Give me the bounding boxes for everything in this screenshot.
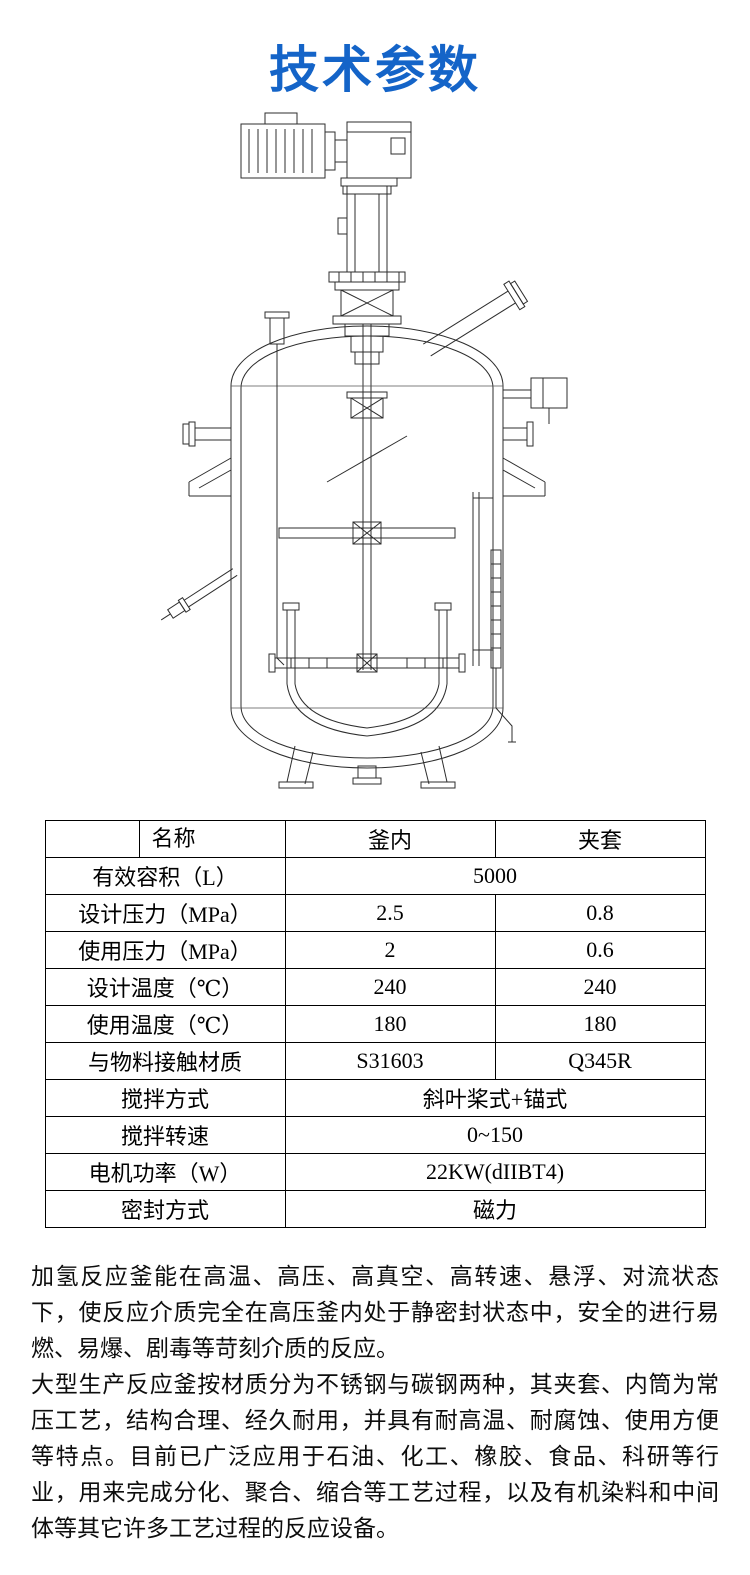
spec-row-design-pressure: 设计压力（MPa） 2.5 0.8 xyxy=(44,894,706,932)
spec-value-jacket: 240 xyxy=(494,968,706,1006)
spec-value: 0~150 xyxy=(284,1116,706,1154)
spec-value-kettle: 240 xyxy=(284,968,496,1006)
spec-row-volume: 有效容积（L） 5000 xyxy=(44,857,706,895)
spec-row-material: 与物料接触材质 S31603 Q345R xyxy=(44,1042,706,1080)
spec-label: 使用压力（MPa） xyxy=(44,931,286,969)
header-kettle: 釜内 xyxy=(284,820,496,858)
header-name: 名称 xyxy=(44,820,286,858)
spec-label: 使用温度（℃） xyxy=(44,1005,286,1043)
support-legs-drawing xyxy=(278,745,456,789)
baffle-drawing xyxy=(472,492,493,666)
gearbox-drawing xyxy=(340,121,412,187)
spec-row-seal-type: 密封方式 磁力 xyxy=(44,1190,706,1228)
paddle-impeller-drawing xyxy=(278,521,456,545)
bottom-outlet-drawing xyxy=(352,765,382,785)
spec-label: 设计压力（MPa） xyxy=(44,894,286,932)
spec-value-kettle: 2.5 xyxy=(284,894,496,932)
spec-label: 有效容积（L） xyxy=(44,857,286,895)
spec-label: 密封方式 xyxy=(44,1190,286,1228)
thermowell-drawing xyxy=(160,568,238,621)
spec-row-stir-type: 搅拌方式 斜叶桨式+锚式 xyxy=(44,1079,706,1117)
feed-nozzle-drawing xyxy=(423,280,529,357)
reactor-assembly-svg xyxy=(160,112,568,789)
side-nozzle-left-drawing xyxy=(182,421,231,447)
spec-label: 搅拌转速 xyxy=(44,1116,286,1154)
description-paragraph-1: 加氢反应釜能在高温、高压、高真空、高转速、悬浮、对流状态下，使反应介质完全在高压… xyxy=(31,1263,719,1361)
spec-value-jacket: 180 xyxy=(494,1005,706,1043)
reactor-technical-drawing xyxy=(95,110,655,800)
spec-value-kettle: 2 xyxy=(284,931,496,969)
spec-value-jacket: Q345R xyxy=(494,1042,706,1080)
spec-value-kettle: 180 xyxy=(284,1005,496,1043)
spec-row-working-pressure: 使用压力（MPa） 2 0.6 xyxy=(44,931,706,969)
description-paragraph-2: 大型生产反应釜按材质分为不锈钢与碳钢两种，其夹套、内筒为常压工艺，结构合理、经久… xyxy=(31,1371,719,1541)
header-name-label: 名称 xyxy=(138,821,196,857)
level-gauge-drawing xyxy=(490,549,516,743)
page-title: 技术参数 xyxy=(269,42,481,98)
product-description: 加氢反应釜能在高温、高压、高真空、高转速、悬浮、对流状态下，使反应介质完全在高压… xyxy=(31,1258,719,1546)
spec-row-working-temperature: 使用温度（℃） 180 180 xyxy=(44,1005,706,1043)
drive-stand-drawing xyxy=(337,185,392,273)
spec-label: 电机功率（W） xyxy=(44,1153,286,1191)
spec-value: 磁力 xyxy=(284,1190,706,1228)
spec-row-design-temperature: 设计温度（℃） 240 240 xyxy=(44,968,706,1006)
spec-label: 与物料接触材质 xyxy=(44,1042,286,1080)
motor-drawing xyxy=(240,112,348,179)
spec-value: 5000 xyxy=(284,857,706,895)
spec-table: 名称 釜内 夹套 有效容积（L） 5000 设计压力（MPa） 2.5 0.8 … xyxy=(44,820,706,1228)
spec-row-stir-speed: 搅拌转速 0~150 xyxy=(44,1116,706,1154)
spec-label: 搅拌方式 xyxy=(44,1079,286,1117)
anchor-impeller-drawing xyxy=(282,602,452,737)
dip-tube-drawing xyxy=(264,311,290,666)
spec-value-kettle: S31603 xyxy=(284,1042,496,1080)
spec-label: 设计温度（℃） xyxy=(44,968,286,1006)
side-nozzle-right-drawing xyxy=(503,421,534,447)
spec-value-jacket: 0.6 xyxy=(494,931,706,969)
header-jacket: 夹套 xyxy=(494,820,706,858)
spec-row-motor-power: 电机功率（W） 22KW(dIIBT4) xyxy=(44,1153,706,1191)
agitator-shaft-drawing xyxy=(326,324,408,670)
sight-glass-drawing xyxy=(503,377,568,424)
spec-value: 斜叶桨式+锚式 xyxy=(284,1079,706,1117)
spec-value-jacket: 0.8 xyxy=(494,894,706,932)
spec-header-row: 名称 釜内 夹套 xyxy=(44,820,706,858)
spec-value: 22KW(dIIBT4) xyxy=(284,1153,706,1191)
support-lug-drawing xyxy=(188,457,546,497)
mechanical-seal-drawing xyxy=(328,271,406,419)
lower-beam-drawing xyxy=(268,653,466,673)
